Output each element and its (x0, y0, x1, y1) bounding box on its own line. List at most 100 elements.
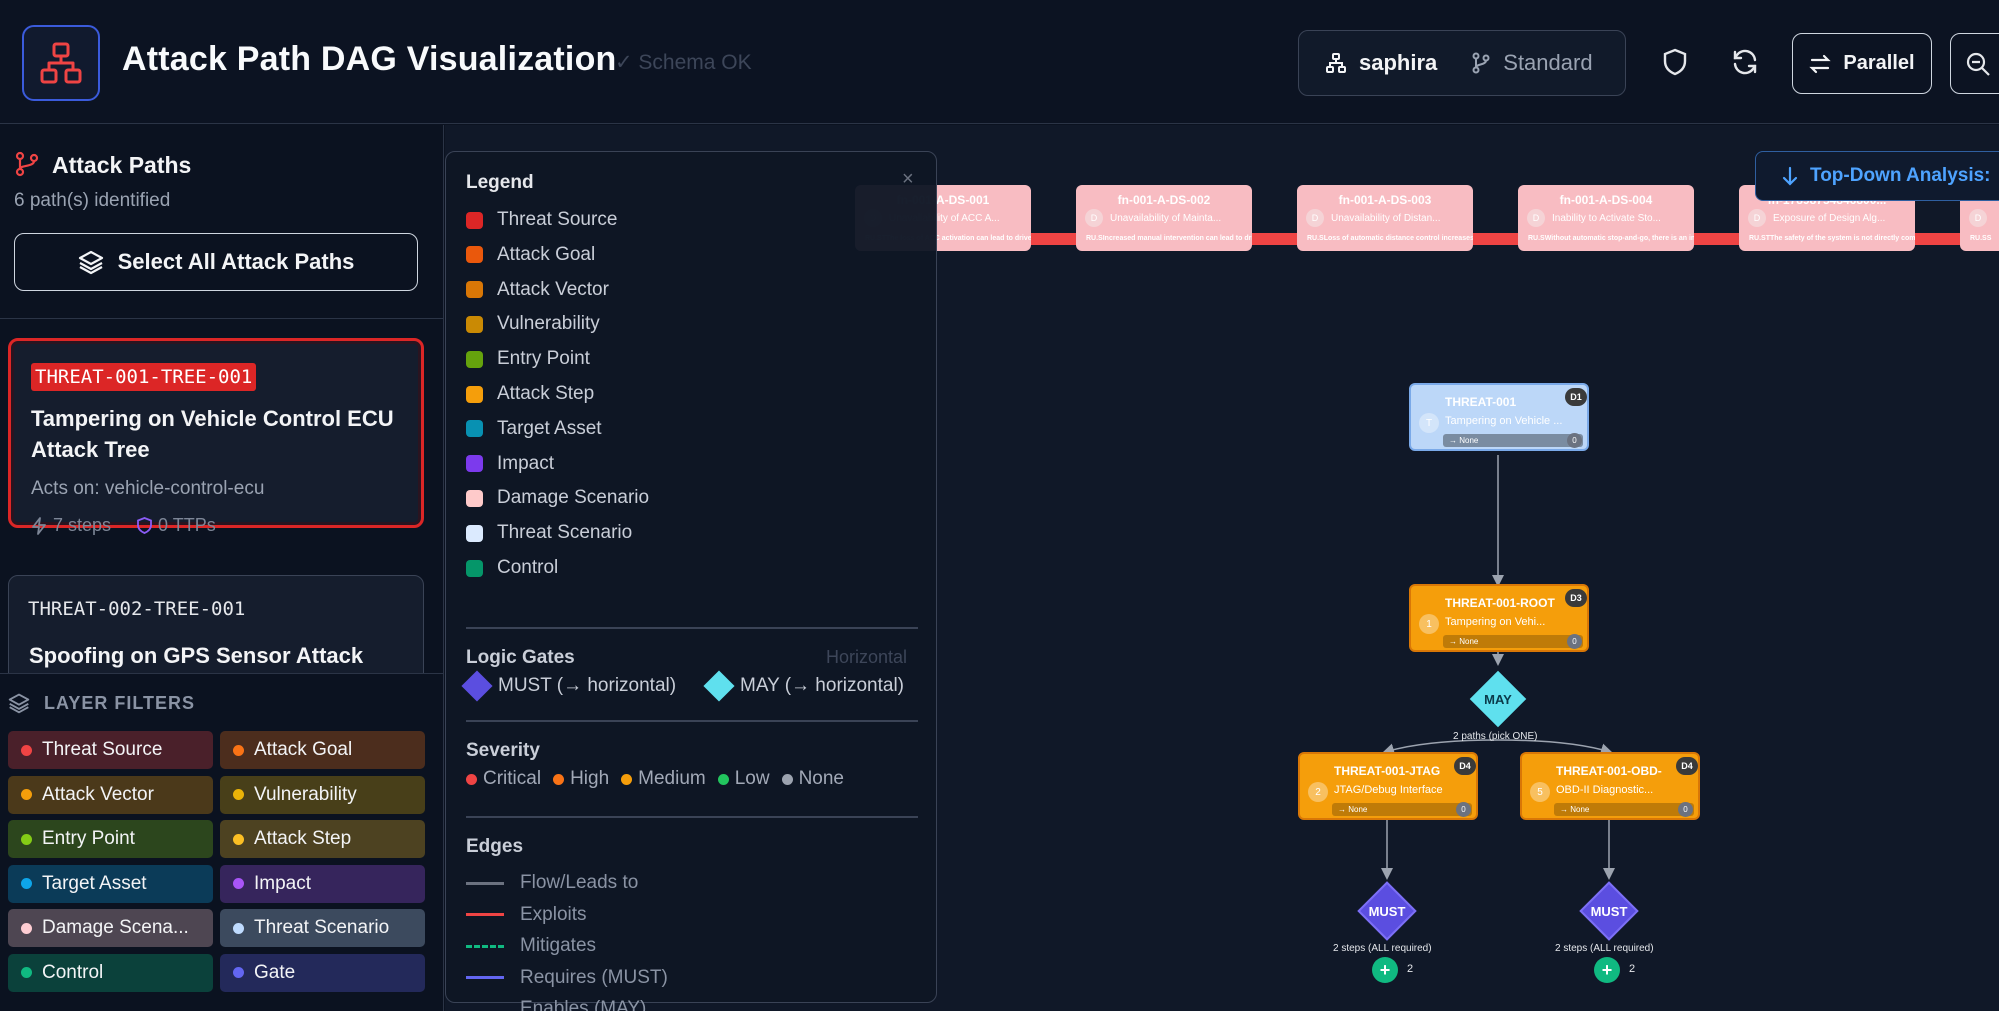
path-id-badge: THREAT-001-TREE-001 (31, 363, 257, 391)
layer-color-dot (233, 967, 244, 978)
layer-filter-label: Attack Goal (254, 739, 353, 760)
select-all-label: Select All Attack Paths (117, 249, 355, 274)
edge-label: Enables (MAY) (520, 998, 647, 1011)
legend-item: Attack Step (466, 383, 594, 405)
gate-may-label: MAY (→ horizontal) (740, 675, 905, 696)
profile-user-label: saphira (1359, 50, 1438, 75)
layer-filter-chip[interactable]: Gate (220, 953, 425, 992)
attack-paths-sidebar: Attack Paths 6 path(s) identified Select… (0, 125, 444, 1011)
node-desc: JTAG/Debug Interface (1334, 784, 1443, 796)
network-icon (1326, 53, 1346, 73)
add-step-button[interactable]: + (1372, 957, 1398, 983)
layer-filter-chip[interactable]: Threat Scenario (220, 909, 425, 947)
arrow-down-icon (1782, 166, 1798, 186)
edge-line-sample (466, 881, 504, 885)
layer-color-dot (233, 789, 244, 800)
severity-label: Low (734, 768, 770, 789)
top-down-analysis-button[interactable]: Top-Down Analysis: (1755, 151, 1999, 201)
refresh-button[interactable] (1727, 44, 1763, 80)
layer-filter-chip[interactable]: Threat Source (8, 731, 213, 769)
legend-swatch (466, 489, 483, 507)
add-step-button[interactable]: + (1594, 957, 1620, 983)
attack-step-node[interactable]: THREAT-001-ROOT 1 Tampering on Vehi... →… (1409, 584, 1589, 652)
layer-filter-chip[interactable]: Attack Vector (8, 775, 213, 814)
node-target-pill: → None (1554, 803, 1694, 816)
divider (466, 627, 918, 629)
layer-color-dot (21, 922, 32, 934)
edges-title: Edges (466, 836, 524, 857)
attack-path-card[interactable]: THREAT-001-TREE-001 Tampering on Vehicle… (8, 338, 424, 535)
must-gate[interactable]: MUST (1579, 881, 1639, 941)
edge-line-sample (466, 976, 504, 979)
parallel-button[interactable]: Parallel (1792, 33, 1932, 94)
zoom-out-button[interactable] (1950, 33, 1999, 94)
attack-paths-title: Attack Paths (52, 152, 192, 178)
layer-filter-chip[interactable]: Attack Goal (220, 731, 425, 769)
must-gate[interactable]: MUST (1357, 881, 1417, 941)
severity-dot (621, 773, 633, 785)
legend-item: Threat Source (466, 209, 617, 231)
layer-filter-label: Gate (254, 961, 296, 983)
layer-filter-chip[interactable]: Impact (220, 864, 425, 903)
layer-filter-chip[interactable]: Target Asset (8, 864, 213, 903)
legend-item: Attack Goal (466, 244, 595, 266)
node-desc: OBD-II Diagnostic... (1556, 784, 1654, 796)
node-desc: Inability to Activate Sto... (1552, 213, 1661, 224)
layer-filter-chip[interactable]: Damage Scena... (8, 909, 213, 947)
may-gate[interactable]: MAY (1469, 670, 1527, 728)
attack-step-node[interactable]: THREAT-001-OBD- 5 OBD-II Diagnostic... →… (1520, 752, 1700, 820)
node-target-pill: → None (1443, 434, 1583, 447)
logic-gates-title: Logic Gates (466, 647, 575, 668)
branch-icon (1472, 52, 1490, 74)
divider (466, 720, 918, 722)
gate-note: 2 paths (pick ONE) (1453, 731, 1538, 742)
node-order-badge: 2 (1308, 782, 1328, 802)
attack-step-node[interactable]: THREAT-001-JTAG 2 JTAG/Debug Interface →… (1298, 752, 1478, 820)
logic-gates-orientation: Horizontal (826, 647, 908, 667)
node-depth-badge: D4 (1454, 757, 1476, 775)
node-rule-text: RU.SS (1970, 235, 1992, 242)
app-header: Attack Path DAG Visualization ✓ Schema O… (0, 0, 1999, 124)
attack-paths-count: 6 path(s) identified (14, 190, 171, 211)
dag-canvas[interactable]: fn-001-A-DS-001DUnavailability of ACC A.… (445, 125, 1999, 1011)
layer-filter-label: Entry Point (42, 828, 135, 849)
swap-icon (1809, 54, 1832, 73)
layer-filter-chip[interactable]: Control (8, 953, 213, 992)
layer-color-dot (233, 744, 244, 756)
divider (466, 816, 918, 818)
layer-filter-label: Vulnerability (254, 783, 357, 805)
severity-label: Critical (483, 768, 542, 789)
legend-label: Damage Scenario (497, 487, 650, 509)
threat-scenario-node[interactable]: THREAT-001 T Tampering on Vehicle ... → … (1409, 383, 1589, 451)
layer-filter-label: Attack Vector (42, 783, 154, 805)
profile-user-button[interactable]: saphira (1325, 50, 1437, 76)
security-button[interactable] (1657, 44, 1693, 80)
edge-may-to-obd (1497, 739, 1613, 756)
legend-label: Attack Vector (497, 278, 609, 300)
legend-swatch (466, 350, 483, 368)
legend-gate-must: MUST (→ horizontal) (461, 670, 676, 702)
layer-filter-chip[interactable]: Attack Step (220, 820, 425, 858)
layer-filter-chip[interactable]: Entry Point (8, 820, 213, 858)
layer-color-dot (233, 922, 244, 934)
node-desc: Tampering on Vehi... (1445, 616, 1546, 628)
layer-color-dot (21, 789, 32, 800)
layer-filter-label: Threat Source (42, 739, 163, 760)
layer-filter-chip[interactable]: Vulnerability (220, 775, 425, 814)
node-type-badge: D (1527, 209, 1545, 227)
node-desc: Unavailability of Distan... (1331, 213, 1441, 224)
edge-line-sample (466, 1008, 504, 1011)
legend-gate-may: MAY (→ horizontal) (703, 670, 905, 702)
select-all-paths-button[interactable]: Select All Attack Paths (14, 233, 418, 291)
path-target: Acts on: vehicle-control-ecu (31, 478, 265, 499)
legend-close-button[interactable]: × (902, 168, 914, 190)
layers-icon (78, 250, 103, 275)
page-title: Attack Path DAG Visualization (122, 40, 617, 78)
profile-mode-button[interactable]: Standard (1471, 50, 1593, 76)
edge-legend-item: Enables (MAY) (466, 998, 646, 1011)
